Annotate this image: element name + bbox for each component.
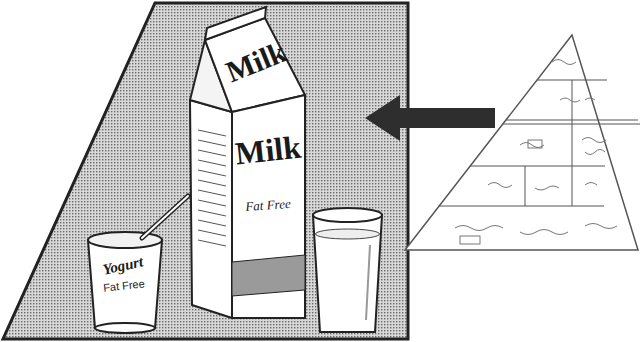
carton-front-label: Milk	[234, 131, 303, 170]
milk-group-panel	[3, 3, 408, 339]
pointer-arrow	[365, 95, 495, 141]
carton-fat-free-label: Fat Free	[245, 197, 291, 213]
food-pyramid	[405, 35, 640, 250]
milk-glass	[313, 208, 382, 332]
milk-carton	[190, 7, 305, 318]
yogurt-cup	[88, 196, 188, 333]
